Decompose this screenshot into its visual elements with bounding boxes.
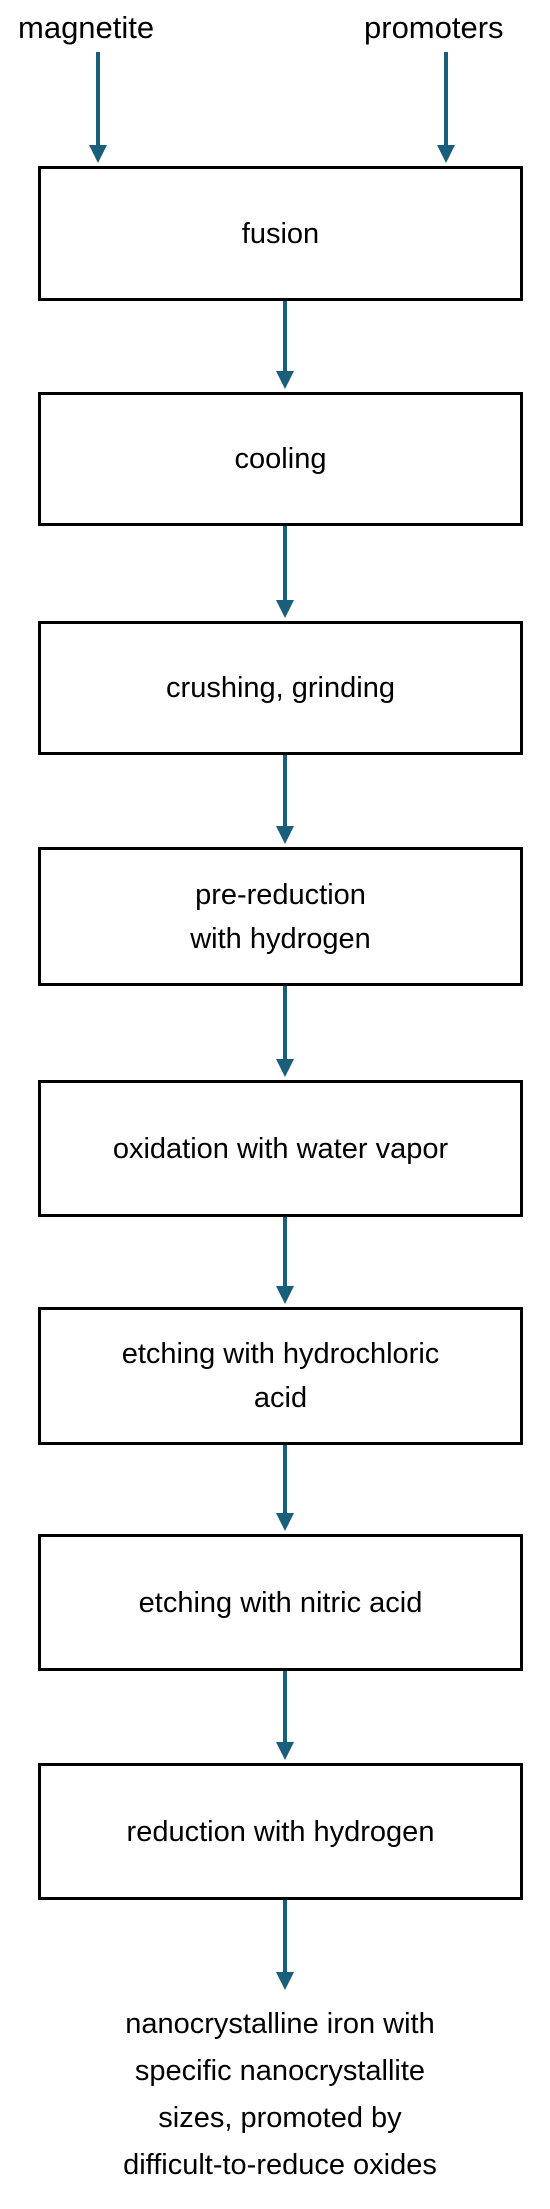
input-label-promoters: promoters [364, 10, 504, 45]
step-box-crushing-grinding: crushing, grinding [38, 621, 523, 755]
step-label-line: acid [253, 1382, 308, 1414]
step-box-etching-nitric: etching with nitric acid [38, 1534, 523, 1671]
output-label: nanocrystalline iron with specific nanoc… [30, 2001, 530, 2189]
arrow-oxidation-to-etching-hcl [276, 1217, 294, 1304]
arrow-reduction-to-output [276, 1900, 294, 1990]
arrow-cooling-to-crushing [276, 526, 294, 618]
step-label: reduction with hydrogen [115, 1810, 447, 1854]
step-label-line: reduction with hydrogen [126, 1815, 435, 1848]
step-label: fusion [230, 212, 331, 256]
arrow-head [89, 145, 107, 163]
output-label-line: specific nanocrystallite [134, 2055, 426, 2087]
step-box-pre-reduction: pre-reduction with hydrogen [38, 847, 523, 986]
step-label: cooling [223, 437, 339, 481]
arrow-crushing-to-pre-reduction [276, 755, 294, 844]
step-label-line: pre-reduction [195, 878, 366, 911]
step-label-line: crushing, grinding [166, 672, 395, 704]
arrow-magnetite-to-fusion [89, 52, 107, 163]
arrow-head [276, 1742, 294, 1760]
step-label-line: etching with hydrochloric [121, 1338, 440, 1370]
arrow-head [276, 371, 294, 389]
step-label: pre-reduction with hydrogen [178, 873, 383, 961]
arrow-head [437, 145, 455, 163]
arrow-head [276, 600, 294, 618]
arrow-etching-nitric-to-reduction [276, 1671, 294, 1760]
step-label-line: cooling [234, 443, 327, 475]
arrow-head [276, 1513, 294, 1531]
step-label: crushing, grinding [154, 666, 407, 710]
step-label: etching with nitric acid [127, 1581, 435, 1625]
output-label-line: nanocrystalline iron with [125, 2008, 435, 2040]
arrow-head [276, 1972, 294, 1990]
step-label: etching with hydrochloric acid [110, 1332, 452, 1420]
arrow-fusion-to-cooling [276, 301, 294, 389]
step-box-oxidation: oxidation with water vapor [38, 1080, 523, 1217]
step-label-line: etching with nitric acid [138, 1586, 423, 1619]
step-label-line: oxidation with water vapor [112, 1132, 449, 1165]
step-label-line: with hydrogen [190, 922, 371, 955]
step-box-reduction: reduction with hydrogen [38, 1763, 523, 1900]
step-label: oxidation with water vapor [101, 1127, 460, 1171]
output-label-line: difficult-to-reduce oxides [123, 2149, 437, 2181]
arrow-head [276, 1286, 294, 1304]
arrow-head [276, 826, 294, 844]
arrow-pre-reduction-to-oxidation [276, 986, 294, 1077]
arrow-head [276, 1059, 294, 1077]
step-label-line: fusion [241, 217, 320, 250]
output-label-line: sizes, promoted by [158, 2102, 402, 2134]
arrow-promoters-to-fusion [437, 52, 455, 163]
step-box-cooling: cooling [38, 392, 523, 526]
input-label-magnetite: magnetite [18, 10, 155, 45]
arrow-etching-hcl-to-etching-nitric [276, 1445, 294, 1531]
step-box-fusion: fusion [38, 166, 523, 301]
step-box-etching-hydrochloric: etching with hydrochloric acid [38, 1307, 523, 1445]
